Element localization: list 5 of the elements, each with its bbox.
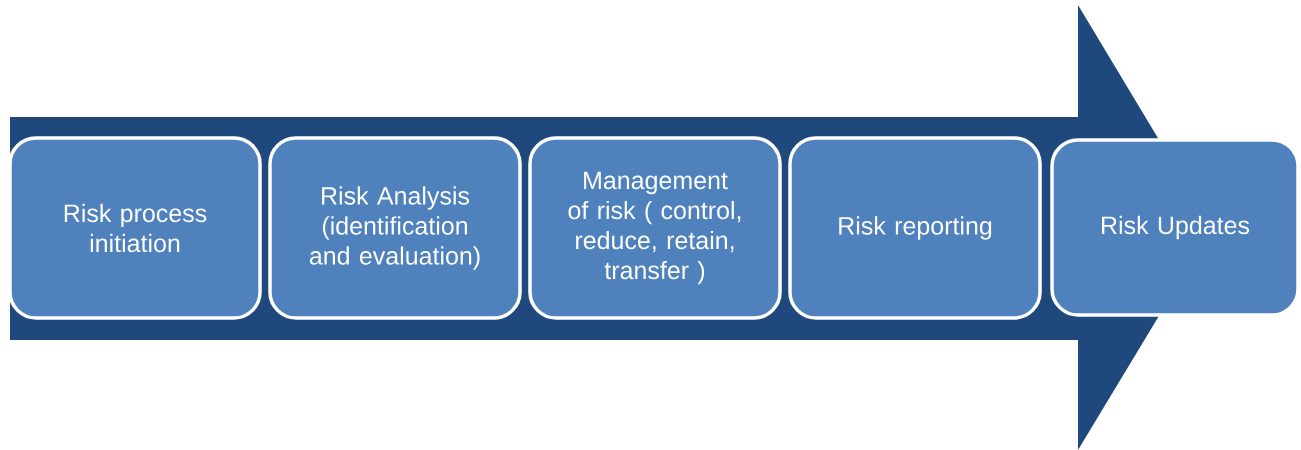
process-box: Risk process initiation bbox=[8, 136, 262, 320]
process-box: Risk Updates bbox=[1050, 138, 1300, 317]
process-box: Risk reporting bbox=[788, 136, 1042, 320]
process-box: Risk Analysis (identification and evaluation) bbox=[268, 136, 522, 320]
process-box: Management of risk ( control, reduce, retain, transfer ) bbox=[528, 136, 782, 320]
